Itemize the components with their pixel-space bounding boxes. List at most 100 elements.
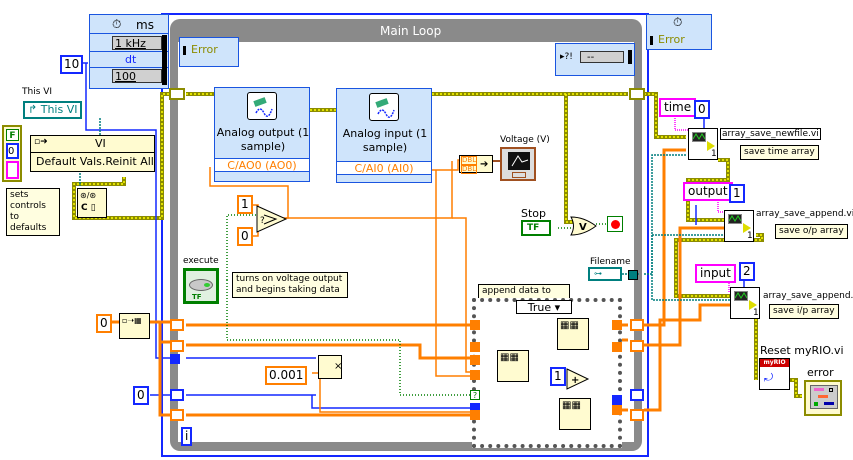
string-wires — [674, 116, 736, 293]
error-out-indicator[interactable] — [804, 380, 842, 416]
iteration-terminal: i — [181, 427, 193, 446]
ref-arrow-icon: ▫➜ — [34, 137, 48, 147]
error-label-right: Error — [658, 33, 685, 46]
multiply-icon: × — [334, 361, 343, 372]
invoke-node[interactable]: ▫➜ VI Default Vals.Reinit All — [30, 135, 155, 172]
add-function-icon[interactable]: + — [566, 368, 590, 390]
save-vi-label-1: array_save_newfile.vi — [720, 128, 821, 140]
string-constant[interactable] — [6, 161, 19, 179]
case-tunnel — [470, 342, 480, 352]
stop-label: Stop — [521, 207, 547, 220]
close-ref-icon: ⊛/⊛ — [80, 191, 97, 200]
shift-register-right-2[interactable] — [630, 340, 644, 352]
tunnel-left-blue[interactable] — [170, 354, 180, 364]
shift-register-left-4[interactable] — [170, 409, 184, 421]
time-string-constant[interactable]: time — [659, 98, 697, 117]
path-tunnel — [628, 270, 638, 280]
timing-unit: ms — [136, 18, 154, 32]
case-tunnel — [612, 395, 622, 405]
analog-input-title: Analog input (1 sample) — [342, 127, 428, 154]
multiply-compound-node[interactable]: × — [318, 355, 342, 379]
case-selector[interactable]: True ▾ — [516, 300, 572, 314]
status-field[interactable]: -- — [580, 51, 624, 63]
build-array-node-3[interactable]: ▦▦ — [559, 398, 591, 430]
svg-text:+: + — [571, 375, 579, 386]
execute-button-terminal[interactable]: TF — [183, 268, 219, 304]
analog-output-title: Analog output (1 sample) — [216, 126, 310, 153]
shift-register-left-2[interactable] — [170, 340, 184, 352]
loop-stop-condition[interactable] — [607, 216, 623, 232]
document-icon: C ▯ — [81, 203, 96, 213]
increment-constant[interactable]: 1 — [550, 367, 566, 386]
warning-icon: ▸?! — [560, 52, 573, 62]
case-tunnel — [470, 410, 480, 420]
shift-register-left-error[interactable] — [169, 88, 185, 100]
filename-terminal[interactable]: ⊶ — [588, 267, 622, 281]
input-index-constant[interactable]: 2 — [739, 262, 755, 281]
output-index-constant[interactable]: 1 — [729, 184, 745, 203]
timed-loop-output-node: ⏱ Error — [646, 14, 712, 50]
svg-text:V: V — [579, 222, 587, 233]
save-vi-label-3: array_save_append.vi — [763, 291, 853, 301]
shift-register-left-1[interactable] — [170, 319, 184, 331]
numeric-constant[interactable]: 0 — [6, 143, 19, 159]
bool-constant[interactable]: F — [6, 129, 19, 141]
case-structure: True ▾ — [472, 298, 622, 448]
stop-button-terminal[interactable]: TF — [521, 220, 551, 236]
case-selector-terminal[interactable]: ? — [470, 390, 480, 400]
output-string-constant[interactable]: output — [683, 182, 733, 201]
analog-output-channel[interactable]: C/AO0 (AO0) — [215, 158, 309, 172]
clock-icon: ⏱ — [673, 15, 683, 29]
case-tunnel — [612, 342, 622, 352]
reset-myrio-label: Reset myRIO.vi — [760, 344, 844, 357]
dt-constant[interactable]: 10 — [60, 55, 84, 74]
build-array-node-1[interactable]: ▦▦ — [557, 318, 589, 350]
analog-input-express-vi[interactable]: Analog input (1 sample) C/AI0 (AI0) — [336, 88, 432, 183]
shift-register-right-error[interactable] — [629, 88, 645, 100]
build-array-node-2[interactable]: ▦▦ — [497, 350, 529, 382]
dt-terminal[interactable]: dt — [125, 53, 137, 66]
invoke-class: VI — [95, 137, 106, 150]
array-init-constant[interactable]: 0 — [96, 314, 112, 333]
analog-input-channel[interactable]: C/AI0 (AI0) — [337, 161, 431, 175]
execute-note: turns on voltage output and begins takin… — [232, 272, 348, 298]
error-cluster-left: Error — [179, 37, 239, 67]
or-function-icon[interactable]: V — [570, 216, 598, 236]
voltage-chart-label: Voltage (V) — [500, 135, 550, 145]
input-string-constant[interactable]: input — [695, 264, 736, 283]
multiply-constant[interactable]: 0.001 — [265, 366, 308, 385]
this-vi-label: This VI — [22, 87, 53, 97]
voltage-chart-terminal[interactable] — [500, 147, 536, 181]
analog-output-express-vi[interactable]: Analog output (1 sample) C/AO0 (AO0) — [214, 87, 310, 182]
build-array-icon: ▦▦ — [500, 352, 519, 363]
initialize-array-node[interactable]: ▫➝▦ — [119, 313, 150, 339]
shift-register-right-4[interactable] — [630, 409, 644, 421]
array-save-append-vi-input[interactable]: 1 — [730, 287, 760, 319]
boolean-cluster-constant[interactable]: F 0 — [2, 125, 22, 182]
shift-register-right-1[interactable] — [630, 319, 644, 331]
select-true-constant[interactable]: 1 — [237, 195, 253, 214]
select-function-icon[interactable]: ? — [256, 205, 288, 233]
reset-myrio-vi[interactable]: myRIO ⤾ — [759, 358, 790, 390]
reset-icon: ⤾ — [764, 371, 774, 384]
array-save-append-vi-output[interactable]: 1 — [724, 210, 754, 242]
bundle-node[interactable]: DBL DBL ➔ — [459, 155, 493, 174]
array-save-newfile-vi[interactable]: 1 — [688, 128, 718, 160]
close-reference-node[interactable]: ⊛/⊛ C ▯ — [77, 188, 107, 218]
svg-text:?: ? — [260, 216, 265, 226]
case-tunnel — [470, 403, 480, 413]
save-time-note: save time array — [740, 145, 819, 160]
select-false-constant[interactable]: 0 — [237, 227, 253, 246]
shift-register-left-3[interactable] — [170, 389, 184, 401]
timing-source-field[interactable]: 1 kHz — [112, 36, 162, 50]
error-label-left: Error — [191, 43, 218, 56]
timed-loop-input-node: ⏱ ms 1 kHz dt 100 — [89, 14, 169, 89]
this-vi-reference[interactable]: ↱ This VI — [23, 101, 83, 119]
counter-init-constant[interactable]: 0 — [133, 386, 149, 405]
analog-input-icon — [369, 93, 399, 121]
case-tunnel — [612, 405, 622, 415]
priority-field[interactable]: 100 — [112, 69, 162, 83]
shift-register-right-3[interactable] — [630, 389, 644, 401]
loop-title: Main Loop — [380, 24, 442, 38]
time-index-constant[interactable]: 0 — [694, 100, 710, 119]
